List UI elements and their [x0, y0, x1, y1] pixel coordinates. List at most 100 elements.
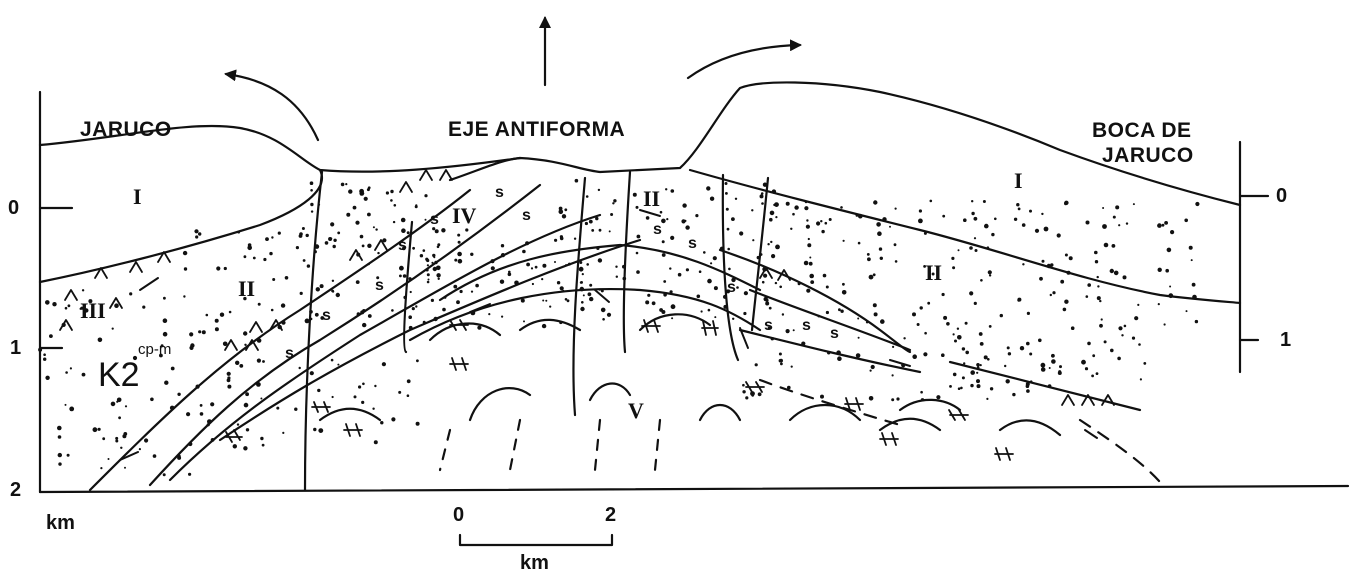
- stipple-dot: [368, 314, 372, 318]
- stipple-dot: [112, 328, 114, 330]
- stipple-dot: [857, 318, 859, 320]
- stipple-dot: [409, 326, 413, 330]
- stipple-dot: [930, 200, 933, 203]
- stipple-dot: [299, 367, 301, 369]
- fold-arc-10: [1000, 420, 1060, 435]
- fold-arc-7: [700, 405, 740, 420]
- stipple-dot: [122, 434, 126, 438]
- stipple-dot: [311, 210, 313, 212]
- stipple-dot: [243, 446, 247, 450]
- label-jaruco: JARUCO: [80, 119, 172, 140]
- s-mark-10: s: [727, 280, 736, 296]
- stipple-dot: [804, 261, 809, 266]
- stipple-dot: [200, 412, 204, 416]
- stipple-dot: [475, 284, 479, 288]
- unit-label-II-top: II: [643, 188, 660, 210]
- stipple-dot: [500, 280, 504, 284]
- stipple-dot: [825, 222, 828, 225]
- arrow-right-curved: [688, 45, 800, 78]
- layer-line-h: [720, 250, 910, 352]
- stipple-dot: [842, 283, 845, 286]
- stipple-dot: [501, 316, 503, 318]
- stipple-dot: [772, 189, 776, 193]
- stipple-dot: [1041, 363, 1046, 368]
- stipple-dot: [377, 252, 379, 254]
- stipple-dot: [927, 302, 930, 305]
- stipple-dot: [779, 353, 782, 356]
- stipple-dot: [1058, 371, 1062, 375]
- stipple-dot: [460, 290, 463, 293]
- stipple-dot: [43, 353, 46, 356]
- stipple-dot: [438, 278, 440, 280]
- stipple-dot: [976, 363, 980, 367]
- arrow-left-curved: [226, 74, 318, 140]
- stipple-dot: [585, 222, 588, 225]
- stipple-dot: [320, 284, 324, 288]
- stipple-dot: [744, 291, 748, 295]
- stipple-dot: [958, 387, 961, 390]
- stipple-dot: [710, 262, 712, 264]
- stipple-dot: [362, 245, 365, 248]
- stipple-dot: [198, 330, 201, 333]
- stipple-dot: [1115, 205, 1119, 209]
- stipple-dot: [393, 221, 395, 223]
- stipple-dot: [736, 286, 739, 289]
- stipple-dot: [1018, 208, 1021, 211]
- stipple-dot: [1086, 221, 1090, 225]
- stipple-dot: [307, 264, 310, 267]
- stipple-dot: [391, 309, 394, 312]
- stipple-dot: [522, 250, 526, 254]
- stipple-dot: [595, 217, 598, 220]
- stipple-dot: [82, 373, 86, 377]
- stipple-dot: [623, 277, 627, 281]
- stipple-dot: [969, 291, 973, 295]
- stipple-dot: [491, 266, 495, 270]
- stipple-dot: [1110, 269, 1114, 273]
- stipple-dot: [108, 458, 110, 460]
- stipple-dot: [701, 310, 703, 312]
- stipple-dot: [416, 422, 420, 426]
- scale-bar: [460, 535, 612, 545]
- stipple-dot: [873, 303, 877, 307]
- stipple-dot: [425, 219, 427, 221]
- dashed-trace-3: [595, 420, 600, 470]
- stipple-dot: [760, 253, 763, 256]
- stipple-dot: [115, 440, 118, 443]
- stipple-dot: [636, 252, 639, 255]
- s-mark-1: s: [495, 185, 504, 201]
- stipple-dot: [374, 440, 378, 444]
- stipple-dot: [542, 324, 546, 328]
- stipple-dot: [807, 243, 811, 247]
- stipple-dot: [953, 333, 955, 335]
- stipple-dot: [739, 231, 743, 235]
- stipple-dot: [471, 311, 476, 316]
- stipple-dot: [403, 274, 407, 278]
- stipple-dot: [98, 428, 101, 431]
- stipple-dot: [1006, 379, 1010, 383]
- stipple-dot: [367, 213, 371, 217]
- stipple-dot: [804, 206, 808, 210]
- stipple-dot: [398, 391, 401, 394]
- stipple-dot: [1118, 224, 1120, 226]
- stipple-dot: [1121, 334, 1123, 336]
- stipple-dot: [974, 237, 976, 239]
- stipple-dot: [1029, 353, 1032, 356]
- stipple-dot: [1026, 382, 1030, 386]
- stipple-dot: [726, 208, 729, 211]
- stipple-dot: [771, 337, 774, 340]
- stipple-dot: [562, 214, 566, 218]
- topographic-profile: [40, 82, 1240, 205]
- stipple-dot: [1022, 223, 1026, 227]
- stipple-dot: [601, 308, 606, 313]
- stipple-dot: [144, 438, 148, 442]
- stipple-dot: [826, 311, 829, 314]
- stipple-dot: [670, 236, 674, 240]
- stipple-dot: [989, 274, 991, 276]
- stipple-dot: [237, 423, 239, 425]
- stipple-dot: [580, 281, 583, 284]
- stipple-dot: [876, 222, 881, 227]
- stipple-dot: [364, 197, 368, 201]
- s-mark-2: s: [522, 208, 531, 224]
- stipple-dot: [336, 293, 340, 297]
- stipple-dot: [583, 294, 585, 296]
